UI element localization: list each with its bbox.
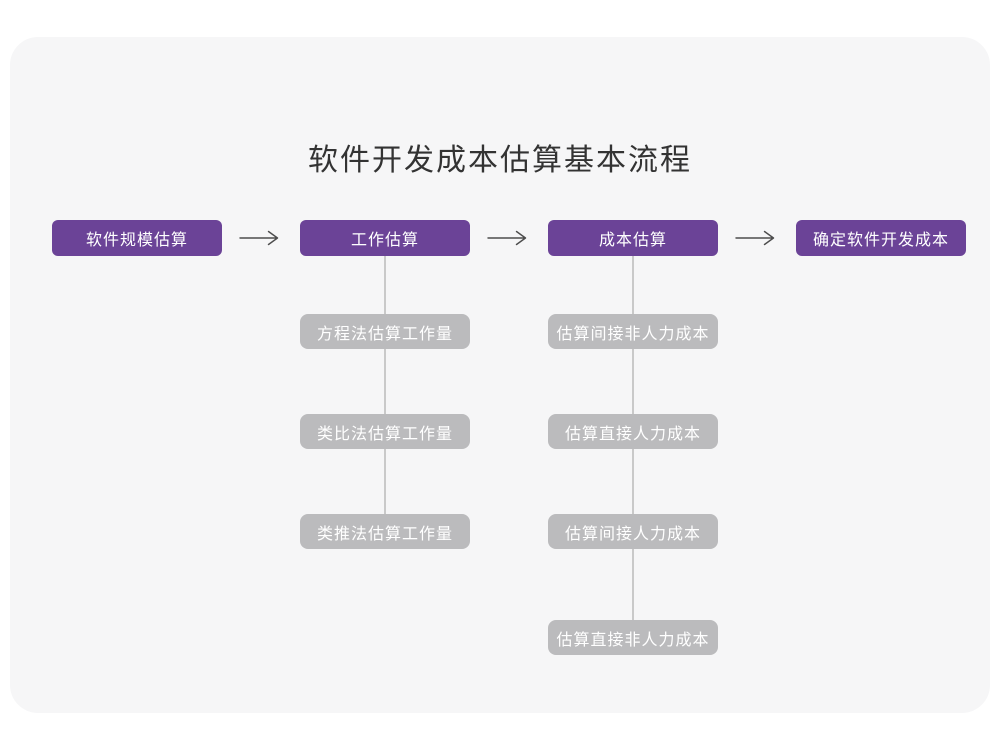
arrow-right-icon	[487, 230, 527, 246]
flowchart-card: 软件开发成本估算基本流程 软件规模估算 工作估算 成本估算 确定软件开发成本 方…	[10, 37, 990, 713]
arrow-right-icon	[735, 230, 775, 246]
node-cost-estimation: 成本估算	[548, 220, 718, 256]
node-label: 估算直接非人力成本	[556, 631, 710, 649]
node-label: 方程法估算工作量	[316, 325, 453, 343]
node-determine-dev-cost: 确定软件开发成本	[796, 220, 966, 256]
node-label: 工作估算	[350, 232, 419, 249]
node-analogy-method: 类比法估算工作量	[300, 414, 470, 449]
node-direct-labor-cost: 估算直接人力成本	[548, 414, 718, 449]
arrow-right-icon	[239, 230, 279, 246]
node-indirect-labor-cost: 估算间接人力成本	[548, 514, 718, 549]
node-label: 确定软件开发成本	[812, 232, 949, 249]
node-direct-nonlabor-cost: 估算直接非人力成本	[548, 620, 718, 655]
node-indirect-nonlabor-cost: 估算间接非人力成本	[548, 314, 718, 349]
diagram-title: 软件开发成本估算基本流程	[308, 144, 692, 177]
node-equation-method: 方程法估算工作量	[300, 314, 470, 349]
node-work-estimation: 工作估算	[300, 220, 470, 256]
node-extrapolation-method: 类推法估算工作量	[300, 514, 470, 549]
node-label: 成本估算	[598, 232, 667, 249]
node-software-scale-estimation: 软件规模估算	[52, 220, 222, 256]
node-label: 类比法估算工作量	[316, 425, 453, 443]
node-label: 估算直接人力成本	[564, 425, 701, 443]
node-label: 估算间接非人力成本	[556, 325, 710, 343]
connector-line-work-estimation	[384, 256, 386, 534]
node-label: 软件规模估算	[85, 232, 188, 249]
node-label: 类推法估算工作量	[316, 525, 453, 543]
node-label: 估算间接人力成本	[564, 525, 701, 543]
